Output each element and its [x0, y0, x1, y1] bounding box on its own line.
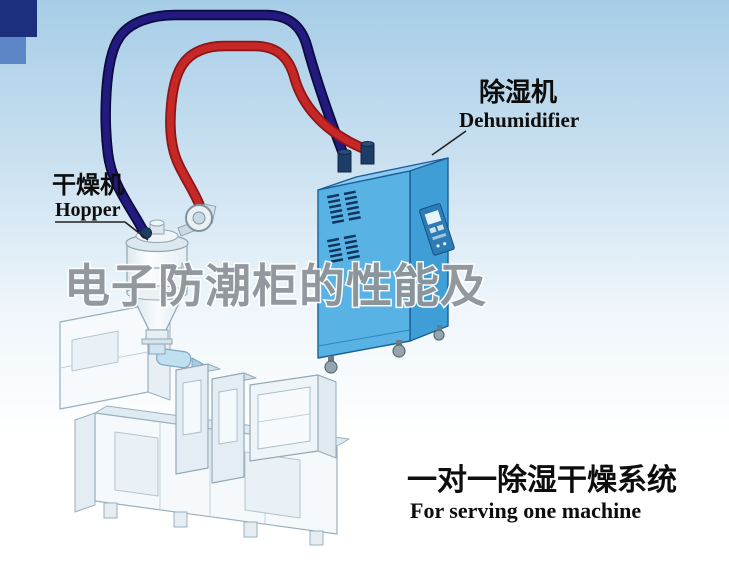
return-pipe-fitting	[140, 227, 152, 239]
vent-louvres-lower	[327, 234, 360, 263]
dry-air-pipe	[166, 42, 371, 210]
pipes	[100, 9, 373, 242]
hopper-label-en: Hopper	[55, 199, 121, 221]
caster-stem	[328, 356, 334, 363]
hopper-body-bottom	[126, 285, 188, 301]
clamp-latch	[181, 262, 189, 273]
guard-seam	[257, 413, 311, 423]
machine-foot	[103, 502, 118, 519]
dehumidifier-label-en: Dehumidifier	[459, 108, 579, 132]
hopper-label-zh: 干燥机	[52, 171, 124, 199]
dehumidifier-leader-line	[431, 130, 467, 156]
panel-slot	[432, 232, 447, 241]
machine-foot	[243, 521, 258, 538]
caster-wheel	[392, 344, 406, 358]
dehumidifier-label-zh: 除湿机	[479, 77, 557, 108]
pipe-stub-left-top	[337, 149, 352, 155]
panel-led	[436, 244, 440, 248]
hopper-leader-line	[55, 221, 149, 241]
caster-stem	[396, 340, 402, 347]
hopper-flange	[141, 338, 173, 345]
platen-window	[182, 379, 202, 436]
hopper-dryer	[125, 203, 217, 355]
platen-window	[218, 388, 238, 445]
vent-louvres-upper	[327, 190, 361, 224]
caster-wheel	[433, 329, 445, 341]
machine-foot	[173, 511, 188, 528]
tower-panel	[71, 330, 119, 372]
blower-hub	[192, 211, 206, 225]
pipe-stub-right-top	[360, 141, 375, 147]
cabinet-plinth-line	[317, 329, 411, 347]
machine-door-panel	[114, 431, 159, 497]
caster-wheel	[324, 360, 338, 374]
guard-side-face	[317, 374, 337, 459]
return-air-pipe	[102, 11, 348, 240]
system-title-en: For serving one machine	[410, 498, 641, 523]
hopper-neck	[145, 329, 169, 340]
machine-foot	[309, 530, 324, 546]
machine-door-panel	[244, 451, 301, 519]
feed-throat	[148, 343, 166, 355]
machine-base-left-face	[74, 412, 96, 513]
lid-cap-top	[149, 219, 165, 227]
panel-button	[429, 226, 437, 234]
panel-button	[436, 224, 445, 232]
corner-logo-square-light	[0, 37, 26, 64]
panel-display	[424, 210, 442, 225]
system-title-zh: 一对一除湿干燥系统	[407, 463, 677, 498]
dehumidifier-cabinet	[317, 141, 455, 374]
caster-stem	[437, 325, 442, 331]
annotations: 干燥机 Hopper 除湿机 Dehumidifier 一对一除湿干燥系统 Fo…	[52, 77, 677, 523]
watermark-text: 电子防潮柜的性能及	[64, 259, 487, 313]
cabinet-front-face	[317, 170, 411, 359]
corner-logo-square-dark	[0, 0, 37, 37]
injection-molding-machine	[59, 304, 350, 546]
panel-led	[443, 242, 447, 246]
control-panel	[419, 203, 455, 256]
